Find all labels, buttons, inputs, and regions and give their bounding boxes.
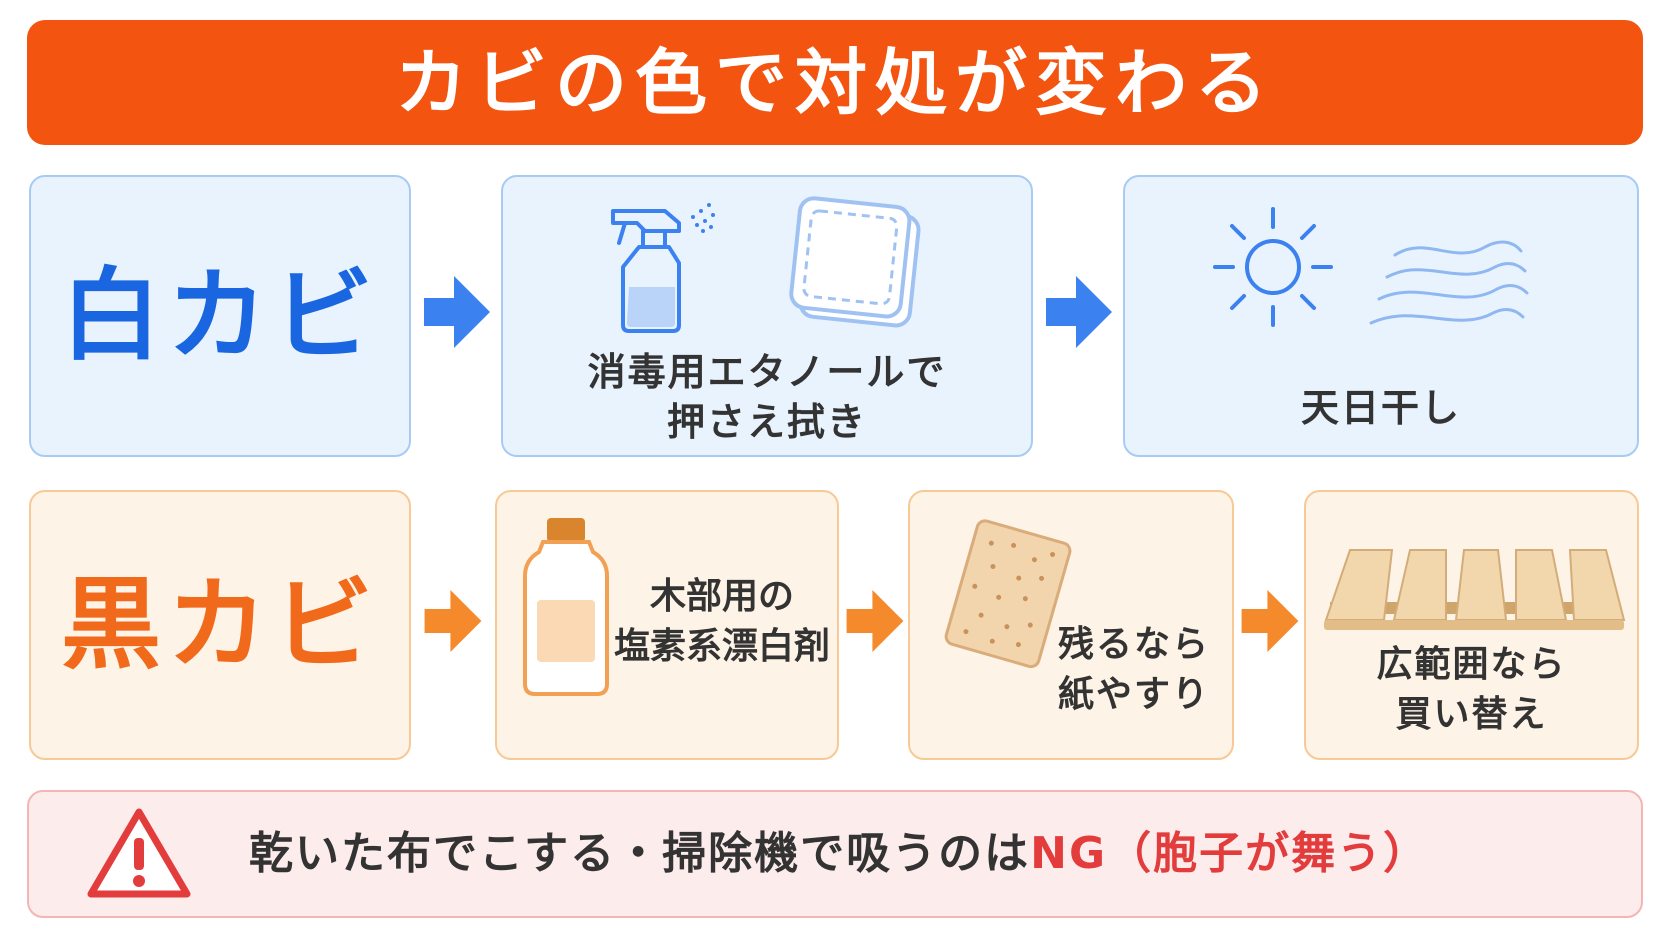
page-title: カビの色で対処が変わる	[394, 40, 1275, 125]
black-mold-label: 黒カビ	[61, 566, 379, 683]
warning-text-main: 乾いた布でこする・掃除機で吸うのは	[249, 828, 1031, 879]
step-text-line: 木部用の	[649, 576, 794, 617]
black-step-sandpaper-text: 残るなら 紙やすり	[1038, 620, 1230, 720]
wind-icon	[1365, 225, 1535, 349]
arrow-right-icon	[424, 590, 482, 652]
black-step-bleach-card: 木部用の 塩素系漂白剤	[495, 490, 839, 760]
white-step-ethanol-text: 消毒用エタノールで 押さえ拭き	[503, 347, 1031, 447]
warning-bar: 乾いた布でこする・掃除機で吸うのはNG（胞子が舞う）	[27, 790, 1643, 918]
step-text-line: 消毒用エタノールで	[587, 350, 947, 394]
warning-text: 乾いた布でこする・掃除機で吸うのはNG（胞子が舞う）	[249, 832, 1429, 876]
bath-mat-icon	[1320, 546, 1626, 636]
white-mold-label-card: 白カビ	[29, 175, 411, 457]
white-step-sun-text: 天日干し	[1125, 383, 1637, 433]
arrow-right-icon	[1046, 276, 1112, 348]
arrow-right-icon	[846, 590, 904, 652]
bleach-bottle-icon	[521, 516, 611, 702]
step-text-line: 残るなら	[1057, 624, 1210, 665]
white-step-sun-card: 天日干し	[1123, 175, 1639, 457]
step-text-line: 紙やすり	[1057, 674, 1210, 715]
warning-triangle-icon	[85, 806, 193, 906]
black-step-replace-text: 広範囲なら 買い替え	[1306, 640, 1637, 740]
cloth-icon	[781, 191, 931, 335]
black-mold-label-card: 黒カビ	[29, 490, 411, 760]
arrow-right-icon	[1241, 590, 1299, 652]
black-step-sandpaper-card: 残るなら 紙やすり	[908, 490, 1234, 760]
warning-text-emphasis: NG（胞子が舞う）	[1030, 828, 1430, 879]
black-step-bleach-text: 木部用の 塩素系漂白剤	[609, 572, 835, 672]
step-text-line: 塩素系漂白剤	[613, 626, 830, 667]
sandpaper-icon	[934, 514, 1084, 678]
black-step-replace-card: 広範囲なら 買い替え	[1304, 490, 1639, 760]
spray-bottle-icon	[605, 197, 735, 341]
sun-icon	[1203, 197, 1343, 341]
white-mold-label: 白カビ	[61, 257, 379, 374]
title-banner: カビの色で対処が変わる	[27, 20, 1643, 145]
white-step-ethanol-card: 消毒用エタノールで 押さえ拭き	[501, 175, 1033, 457]
step-text-line: 押さえ拭き	[666, 400, 867, 444]
step-text-line: 天日干し	[1300, 386, 1461, 430]
step-text-line: 広範囲なら	[1376, 644, 1567, 685]
step-text-line: 買い替え	[1395, 694, 1548, 735]
arrow-right-icon	[424, 276, 490, 348]
